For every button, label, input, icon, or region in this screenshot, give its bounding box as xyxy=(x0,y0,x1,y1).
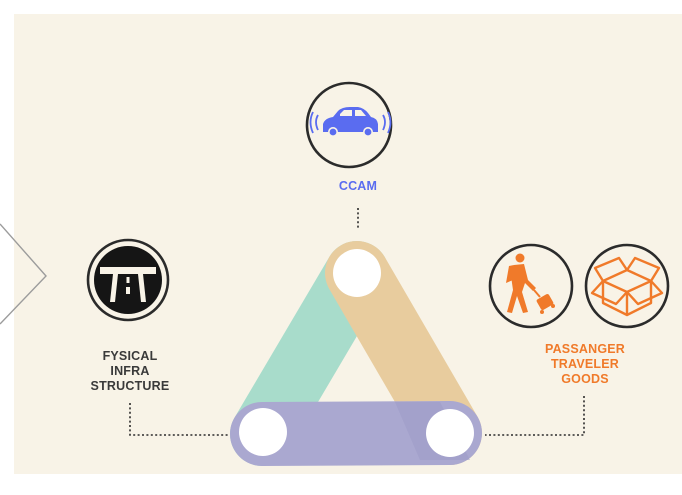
road-tunnel-icon xyxy=(86,238,170,322)
dotted-connectors xyxy=(129,208,585,436)
passenger-goods-label-line-1: PASSANGER xyxy=(544,342,626,356)
right-joint xyxy=(426,409,474,457)
open-box-icon xyxy=(584,243,670,329)
passenger-goods-label-line-3: GOODS xyxy=(561,372,609,386)
infrastructure-label-line-2: INFRA xyxy=(110,364,150,378)
infrastructure-label-line-3: STRUCTURE xyxy=(90,379,170,393)
top-joint xyxy=(333,249,381,297)
connector-left xyxy=(129,403,228,436)
chevron-arrow-outline xyxy=(0,223,47,325)
left-joint xyxy=(239,408,287,456)
ccam-label: CCAM xyxy=(338,179,378,193)
passenger-goods-label-line-2: TRAVELER xyxy=(550,357,620,371)
passenger-goods-label: PASSANGER TRAVELER GOODS xyxy=(520,342,650,387)
traveler-with-luggage-icon xyxy=(488,243,574,329)
connected-car-icon xyxy=(305,81,393,169)
infrastructure-label-line-1: FYSICAL xyxy=(102,349,158,363)
infrastructure-label: FYSICAL INFRA STRUCTURE xyxy=(70,349,190,394)
connector-right xyxy=(485,396,585,436)
triangle-links xyxy=(230,241,482,466)
